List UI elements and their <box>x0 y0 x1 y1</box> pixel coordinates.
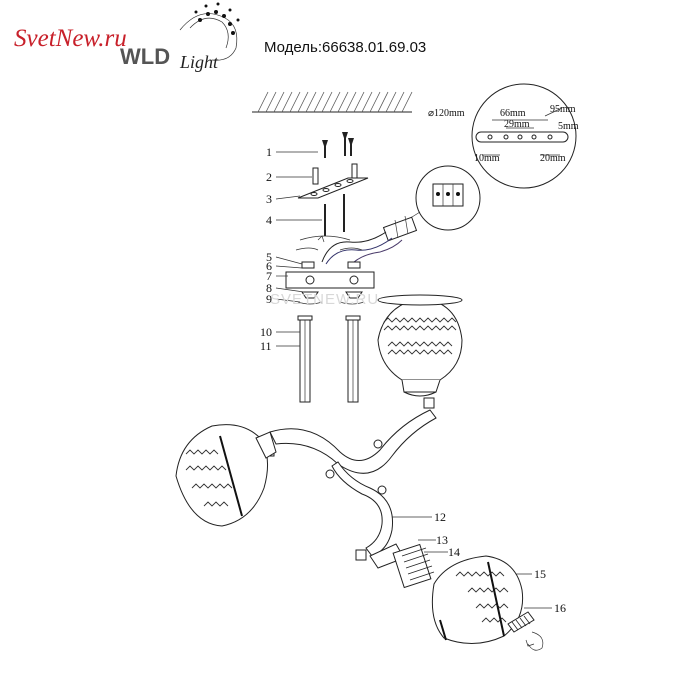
part-number: 15 <box>534 567 546 581</box>
model-number: Модель:66638.01.69.03 <box>264 39 426 56</box>
part-number: 10 <box>260 325 272 339</box>
part-number: 8 <box>266 281 272 295</box>
part-number: 1 <box>266 145 272 159</box>
mounting-bar <box>297 177 369 199</box>
dim-diameter: ⌀120mm <box>428 108 465 119</box>
part-numbers: 1 2 3 4 5 6 7 8 9 10 11 12 13 14 15 16 <box>260 145 566 615</box>
part-number: 16 <box>554 601 566 615</box>
glass-shade-right <box>431 555 524 644</box>
rotation-arcs <box>295 235 363 251</box>
bulb <box>507 611 544 651</box>
lamp-arm <box>263 397 437 561</box>
glass-shade-top <box>377 294 463 397</box>
logo-sub: Light <box>179 52 219 72</box>
logo: SvetNew.ru WLD Light <box>14 2 240 72</box>
dim-29: 29mm <box>504 119 530 130</box>
logo-swirl-icon <box>179 2 240 61</box>
dim-20: 20mm <box>540 153 566 164</box>
ceiling-hatch <box>252 91 413 113</box>
screws <box>322 132 354 158</box>
dim-95: 95mm <box>550 104 576 115</box>
dim-5: 5mm <box>558 121 579 132</box>
glass-shade-left <box>175 424 277 527</box>
watermark: SVETNEW.RU <box>270 291 379 308</box>
part-number: 3 <box>266 192 272 206</box>
lamp-holder <box>369 543 435 589</box>
dim-66: 66mm <box>500 108 526 119</box>
part-number: 5 <box>266 250 272 264</box>
part-number: 13 <box>436 533 448 547</box>
part-number: 9 <box>266 292 272 306</box>
part-leaders <box>275 151 552 609</box>
wires <box>321 231 403 265</box>
mounting-tubes <box>297 315 361 403</box>
part-number: 7 <box>266 269 272 283</box>
canopy-plate <box>285 261 375 305</box>
long-screws <box>324 194 345 236</box>
logo-brand: WLD <box>120 44 170 69</box>
part-number: 4 <box>266 213 272 227</box>
part-number: 2 <box>266 170 272 184</box>
part-number: 12 <box>434 510 446 524</box>
dim-10: 10mm <box>474 153 500 164</box>
dimension-detail <box>471 83 577 189</box>
part-number: 11 <box>260 339 272 353</box>
terminal-block <box>382 215 418 242</box>
terminal-detail <box>403 165 481 231</box>
logo-text: SvetNew.ru <box>14 25 127 52</box>
part-number: 14 <box>448 545 460 559</box>
part-number: 6 <box>266 259 272 273</box>
